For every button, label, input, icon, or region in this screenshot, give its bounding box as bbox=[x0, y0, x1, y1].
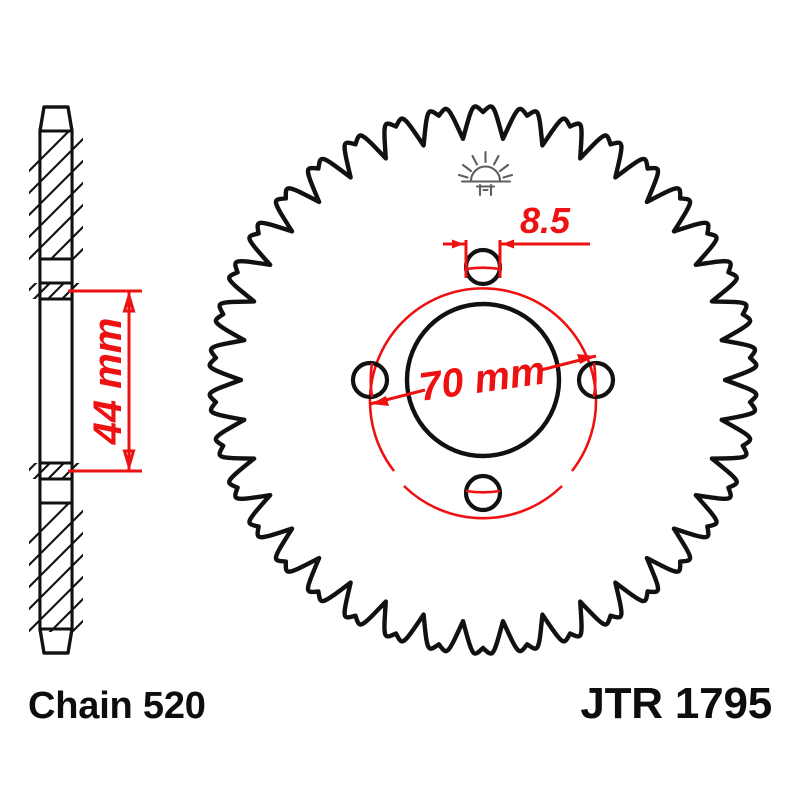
sprocket-tooth-profile bbox=[207, 104, 759, 656]
side-tip-top bbox=[38, 105, 74, 132]
dimension-44mm: 44 mm bbox=[68, 289, 142, 473]
dim-label-8-5: 8.5 bbox=[520, 200, 571, 241]
logo-ray-4 bbox=[498, 163, 510, 173]
pcd-through-bottom-hole bbox=[465, 489, 501, 494]
side-web-center bbox=[38, 297, 74, 465]
chain-label: Chain 520 bbox=[28, 685, 206, 727]
pcd-through-right-hole bbox=[592, 362, 597, 398]
hatch-rim-bottom bbox=[29, 502, 83, 632]
logo-ray-6 bbox=[502, 173, 514, 179]
side-tip-bottom bbox=[38, 628, 74, 655]
logo-ray-3 bbox=[461, 163, 473, 173]
pcd-through-left-hole bbox=[369, 362, 374, 398]
side-gap-top bbox=[38, 257, 74, 285]
arrow-44-top bbox=[122, 290, 136, 313]
dim-label-44mm: 44 mm bbox=[86, 318, 130, 446]
dimension-8-5: 8.5 bbox=[443, 200, 590, 278]
logo-ray-5 bbox=[457, 173, 469, 179]
side-section-view bbox=[29, 105, 83, 655]
arrow-70-right bbox=[577, 354, 595, 364]
hatch-rim-top bbox=[29, 130, 83, 260]
arrow-70-left bbox=[371, 396, 389, 406]
bolt-hole-left bbox=[350, 360, 390, 400]
side-gap-bottom bbox=[38, 477, 74, 505]
logo-sun-dome bbox=[469, 165, 502, 183]
center-bore bbox=[404, 301, 562, 459]
logo-ray-1 bbox=[471, 154, 479, 166]
arrow-85-left bbox=[452, 239, 464, 249]
sunrise-logo bbox=[457, 150, 514, 197]
logo-ray-2 bbox=[492, 154, 500, 166]
logo-glyph-below bbox=[475, 183, 496, 197]
arrow-85-right bbox=[502, 239, 514, 249]
pcd-through-top-hole bbox=[465, 266, 501, 271]
face-view bbox=[207, 104, 759, 656]
arrow-44-bottom bbox=[122, 449, 136, 472]
side-rim-bottom bbox=[29, 501, 83, 632]
bolt-hole-bottom bbox=[463, 473, 503, 513]
part-number-label: JTR 1795 bbox=[580, 679, 772, 728]
pcd-arc-lower bbox=[403, 485, 563, 520]
bolt-hole-right bbox=[576, 360, 616, 400]
